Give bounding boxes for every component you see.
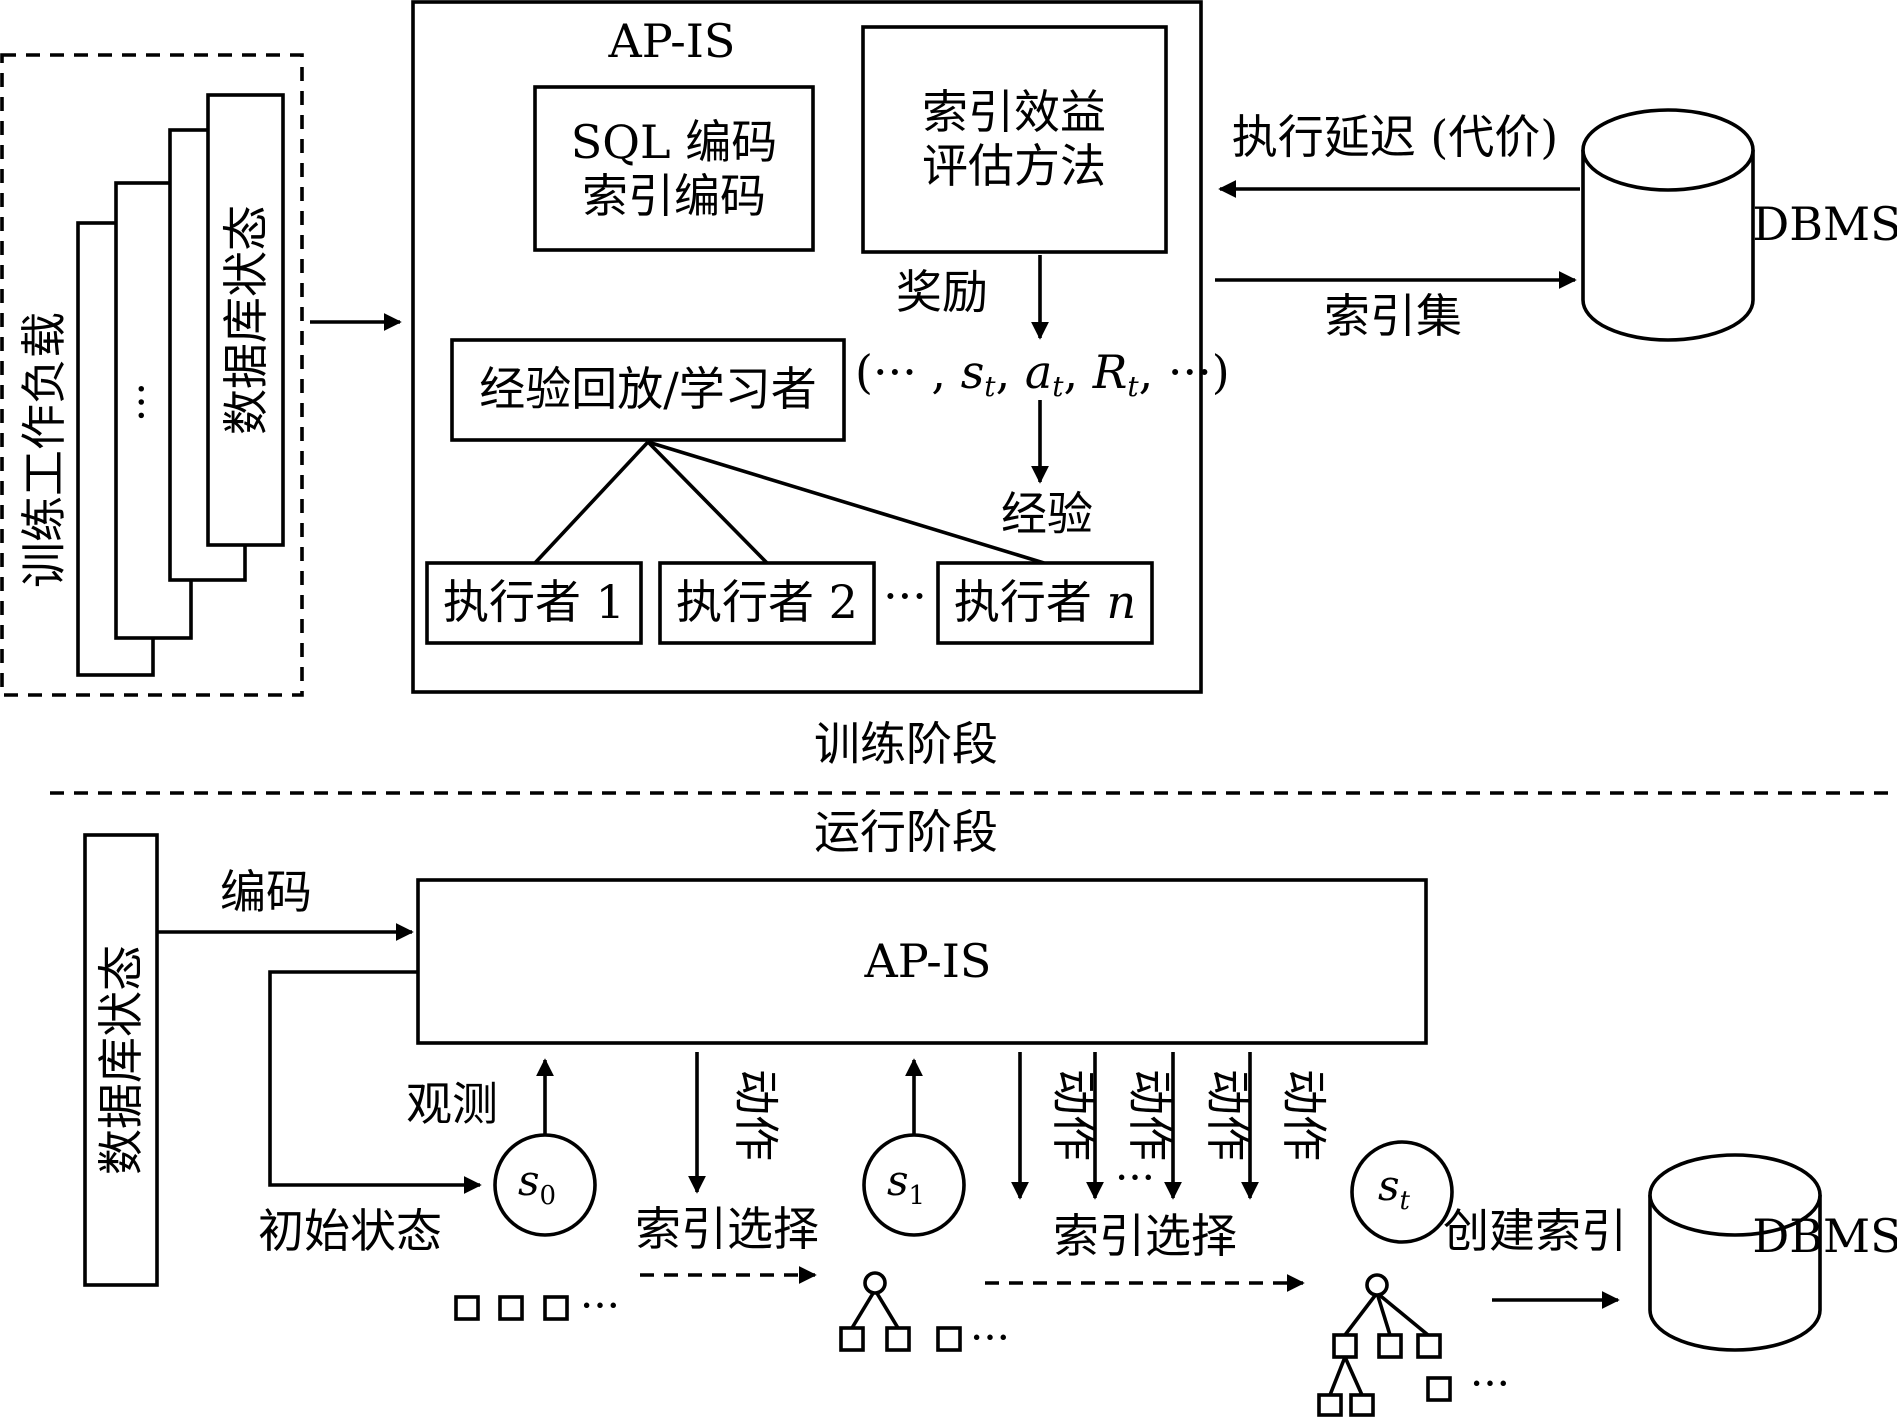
actor-ellipsis: ···	[883, 569, 927, 623]
replay-learner-box	[450, 338, 846, 442]
state-s1-label: s1	[887, 1156, 925, 1211]
benefit-eval-box	[861, 25, 1168, 254]
apis-running-title: AP-IS	[864, 934, 992, 988]
create-index-label: 创建索引	[1443, 1204, 1627, 1258]
init-state-label: 初始状态	[258, 1204, 442, 1258]
actor-1-label: 执行者 1	[443, 575, 625, 629]
actor-2-label: 执行者 2	[676, 575, 858, 629]
dbms-cylinder-training	[1581, 108, 1755, 342]
index-tree-s1	[839, 1271, 962, 1352]
reward-label: 奖励	[896, 265, 988, 319]
experience-tuple: (··· , st, at, Rt, ···)	[855, 345, 1230, 403]
select-label-2: 索引选择	[1053, 1209, 1237, 1263]
index-ellipsis-st: ···	[1470, 1359, 1510, 1408]
encoding-line2: 索引编码	[582, 169, 766, 223]
encoding-box	[533, 85, 815, 252]
running-dbstate-label: 数据库状态	[94, 945, 148, 1175]
init-state-loop	[268, 970, 482, 1194]
action-ellipsis: ···	[1115, 1153, 1155, 1202]
apis-training-title: AP-IS	[608, 14, 736, 68]
index-candidates-s0	[454, 1295, 569, 1321]
action-label-1: 动作	[729, 1069, 783, 1161]
action-label-2: 动作	[1047, 1069, 1101, 1161]
link-actor1	[533, 440, 650, 565]
training-workload-label: 训练工作负载	[17, 312, 71, 588]
indexset-label: 索引集	[1324, 289, 1462, 343]
action-arrow-group	[1011, 1052, 1259, 1200]
actor-2-box	[658, 561, 876, 645]
training-phase-label: 训练阶段	[814, 717, 998, 771]
encode-label: 编码	[220, 865, 312, 919]
running-phase-label: 运行阶段	[814, 805, 998, 859]
action-label-3: 动作	[1123, 1069, 1177, 1161]
encoding-line1: SQL 编码	[571, 115, 777, 169]
workload-page-stack	[76, 93, 285, 677]
action-label-4: 动作	[1201, 1069, 1255, 1161]
index-ellipsis-s0: ···	[580, 1281, 620, 1330]
action-label-5: 动作	[1277, 1069, 1331, 1161]
dbms-training-label: DBMS	[1752, 197, 1897, 251]
svg-text:(··· , st, at, Rt, ···): (··· , st, at, Rt, ···)	[855, 345, 1230, 403]
actor-n-box	[936, 561, 1154, 645]
link-actor2	[646, 440, 769, 565]
state-s0-label: s0	[518, 1156, 556, 1211]
dbms-cylinder-running	[1648, 1153, 1822, 1352]
link-actorn	[647, 440, 1045, 565]
dbms-running-label: DBMS	[1752, 1209, 1897, 1263]
actor-n-label: 执行者 n	[954, 575, 1136, 629]
running-dbstate-box	[83, 833, 159, 1287]
benefit-eval-line1: 索引效益	[922, 85, 1106, 139]
select-label-1: 索引选择	[635, 1202, 819, 1256]
observe-label: 观测	[406, 1077, 498, 1131]
index-tree-st	[1317, 1273, 1452, 1417]
index-ellipsis-s1: ···	[970, 1313, 1010, 1362]
training-dbstate-label: 数据库状态	[219, 205, 273, 435]
workload-ellipsis: ···	[117, 382, 166, 422]
benefit-eval-line2: 评估方法	[922, 139, 1106, 193]
state-s1	[862, 1133, 966, 1237]
state-st	[1350, 1140, 1454, 1244]
actor-1-box	[425, 561, 643, 645]
latency-label: 执行延迟 (代价)	[1232, 110, 1559, 164]
state-s0	[493, 1133, 597, 1237]
apis-running-box	[416, 878, 1428, 1045]
replay-learner-label: 经验回放/学习者	[479, 362, 817, 416]
training-workload-frame	[0, 53, 304, 697]
state-st-label: st	[1378, 1161, 1411, 1216]
experience-label: 经验	[1001, 487, 1093, 541]
